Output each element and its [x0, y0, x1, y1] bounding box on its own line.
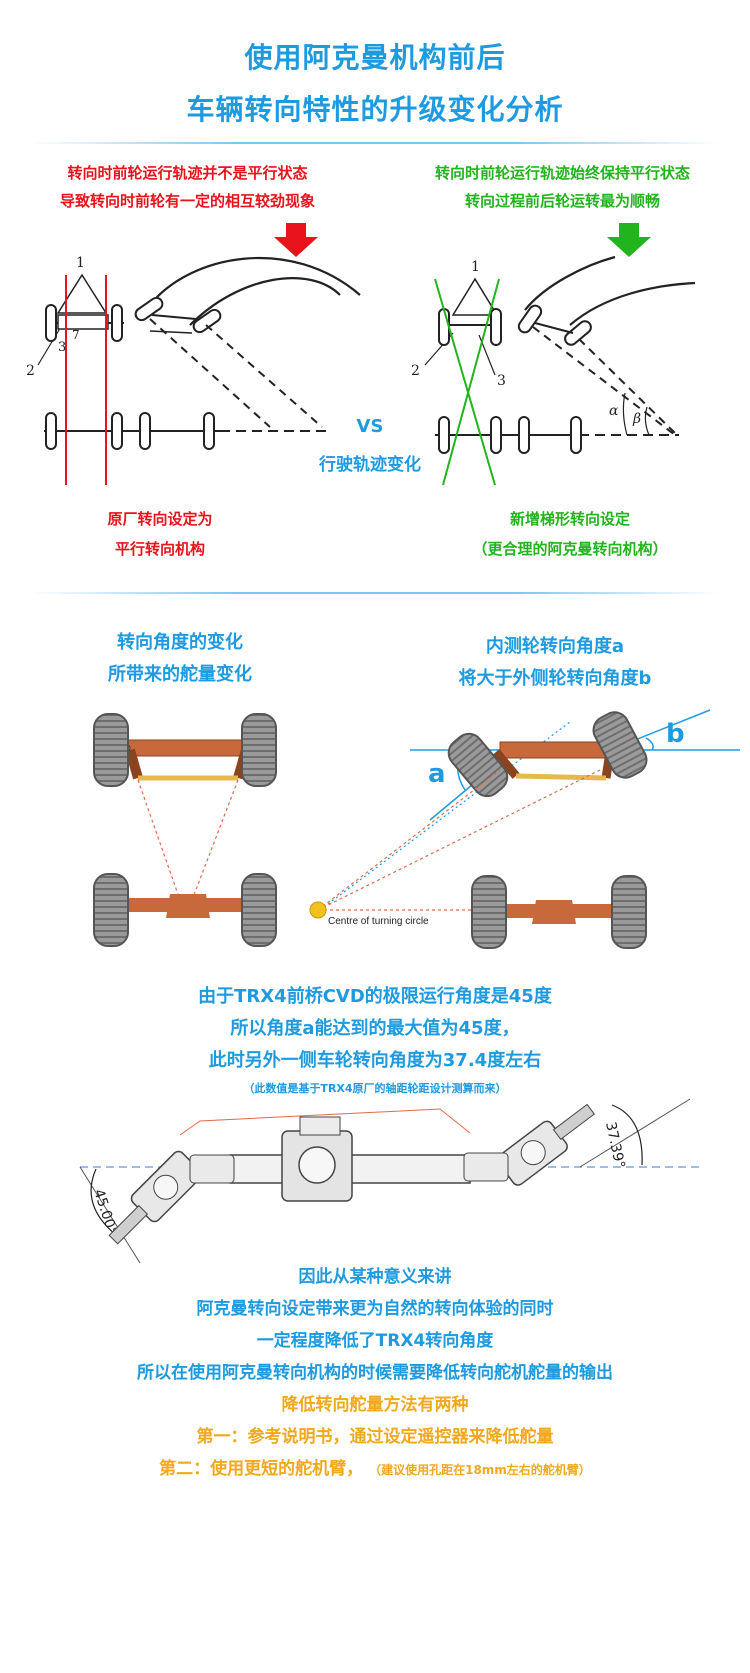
label-num-3: 3: [58, 340, 66, 355]
angle-b-label: b: [666, 719, 685, 749]
turning-chassis-diagram: a b Centre of turning circle: [309, 709, 740, 949]
green-down-arrow-icon: [607, 223, 651, 257]
inner-track-arc: [189, 277, 341, 326]
page-title-line2: 车辆转向特性的升级变化分析: [186, 93, 564, 126]
vs-caption: 行驶轨迹变化: [319, 455, 421, 475]
red-down-arrow-icon: [274, 223, 318, 257]
section3-line1: 由于TRX4前桥CVD的极限运行角度是45度: [198, 986, 552, 1007]
converging-track-line-right: [442, 278, 500, 486]
conclusion-line7-main: 第二：使用更短的舵机臂，: [159, 1459, 364, 1479]
section2-right-line1: 内测轮转向角度a: [485, 636, 625, 657]
conclusion-line3: 一定程度降低了TRX4转向角度: [256, 1331, 494, 1351]
steering-triangle: [56, 273, 108, 314]
beta-label: β: [632, 411, 641, 427]
rear-left-tire: [93, 873, 129, 947]
angle-right-label: 37.39°: [602, 1121, 627, 1170]
alpha-label: α: [609, 403, 619, 419]
section2-left-line2: 所带来的舵量变化: [108, 664, 252, 685]
angle-a-label: a: [428, 759, 446, 789]
section3-note: （此数值是基于TRX4原厂的轴距轮距设计测算而来）: [243, 1082, 507, 1095]
vs-label: VS: [356, 416, 384, 437]
left-caption-line2: 导致转向时前轮有一定的相互较劲现象: [59, 192, 315, 210]
front-right-wheel: [111, 304, 123, 342]
left-label-line1: 原厂转向设定为: [107, 510, 213, 528]
conclusion-line2: 阿克曼转向设定带来更为自然的转向体验的同时: [196, 1299, 554, 1319]
section3-line3: 此时另外一侧车轮转向角度为37.4度左右: [208, 1050, 542, 1071]
turning-centre-label: Centre of turning circle: [328, 916, 429, 927]
conclusion-line5: 降低转向舵量方法有两种: [281, 1395, 469, 1415]
page-title-line1: 使用阿克曼机构前后: [244, 41, 506, 74]
conclusion-line4: 所以在使用阿克曼转向机构的时候需要降低转向舵机舵量的输出: [137, 1363, 613, 1383]
label-num-1: 1: [76, 255, 85, 271]
header-divider: [30, 142, 720, 144]
right-label-line2: （更合理的阿克曼转向机构）: [472, 540, 668, 558]
right-label-num-2: 2: [411, 363, 420, 379]
conclusion-line1: 因此从某种意义来讲: [298, 1267, 452, 1287]
right-label-num-3: 3: [497, 373, 506, 389]
straight-chassis-diagram: [93, 713, 277, 947]
section-divider-1: [30, 592, 720, 594]
ackermann-steering-diagram: 1 2 3 α β: [411, 223, 696, 486]
label-num-2: 2: [26, 363, 35, 379]
right-label-num-1: 1: [471, 259, 480, 275]
conclusion-line7: 第二：使用更短的舵机臂， （建议使用孔距在18mm左右的舵机臂）: [0, 1454, 750, 1479]
right-caption-line2: 转向过程前后轮运转最为顺畅: [464, 192, 660, 210]
converging-track-line-left: [434, 278, 496, 486]
section3-line2: 所以角度a能达到的最大值为45度，: [230, 1018, 520, 1039]
section2-left-line1: 转向角度的变化: [117, 632, 243, 653]
cvd-front-axle-diagram: 45.00° 37.39°: [79, 1098, 700, 1264]
left-label-line2: 平行转向机构: [114, 540, 205, 558]
label-num-7: 7: [72, 328, 80, 342]
turning-centre-marker: [309, 901, 327, 919]
conclusion-line6: 第一：参考说明书，通过设定遥控器来降低舵量: [196, 1427, 554, 1447]
right-caption-line1: 转向时前轮运行轨迹始终保持平行状态: [434, 164, 690, 182]
right-label-line1: 新增梯形转向设定: [509, 510, 630, 528]
conclusion-line7-note: （建议使用孔距在18mm左右的舵机臂）: [369, 1463, 591, 1477]
front-left-wheel: [45, 304, 57, 342]
rear-right-tire: [241, 873, 277, 947]
parallel-steering-diagram: 1 2 3 7: [26, 223, 361, 485]
left-caption-line1: 转向时前轮运行轨迹并不是平行状态: [67, 164, 308, 182]
front-left-tire: [93, 713, 129, 787]
outer-track-arc: [149, 256, 361, 306]
front-right-tire: [241, 713, 277, 787]
section2-right-line2: 将大于外侧轮转向角度b: [458, 668, 652, 689]
